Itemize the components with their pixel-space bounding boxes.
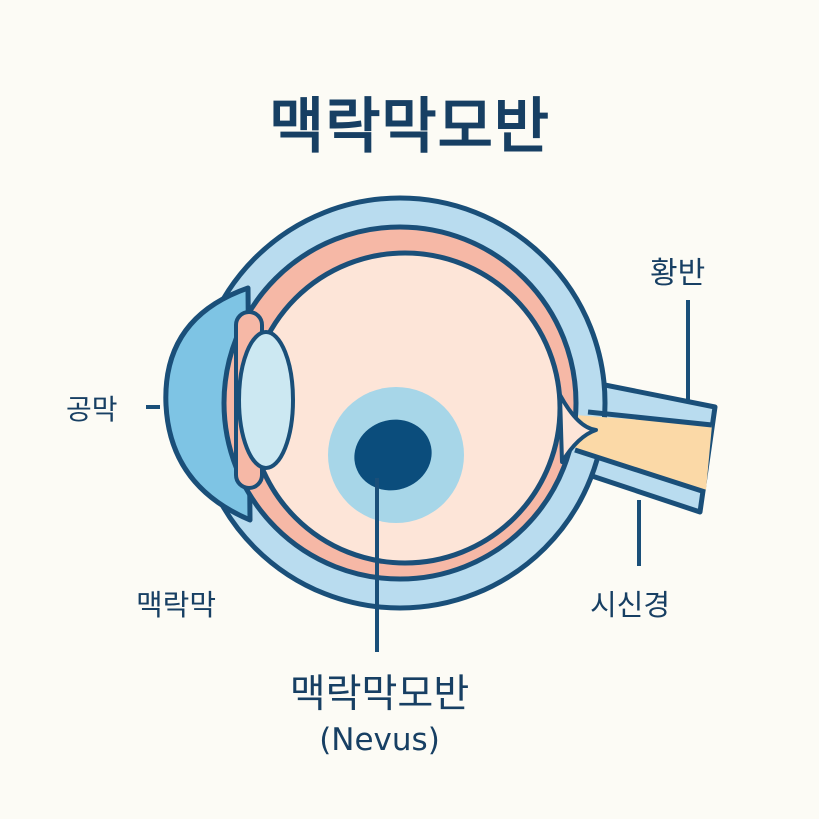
lens <box>237 330 295 470</box>
cornea <box>163 285 253 523</box>
label-nevus-english: (Nevus) <box>319 722 440 758</box>
label-macula: 황반 <box>650 256 706 291</box>
label-choroid: 맥락막 <box>136 588 217 622</box>
optic-nerve-edge-top <box>587 409 713 428</box>
label-nevus: 맥락막모반 <box>289 672 470 717</box>
optic-disc <box>558 393 598 464</box>
optic-nerve <box>575 415 712 490</box>
label-cornea: 공막 <box>66 393 118 426</box>
nevus <box>354 419 432 491</box>
label-optic-nerve: 시신경 <box>590 588 671 622</box>
optic-nerve-edge-bottom <box>574 447 706 495</box>
diagram-title: 맥락막모반 <box>269 92 550 162</box>
